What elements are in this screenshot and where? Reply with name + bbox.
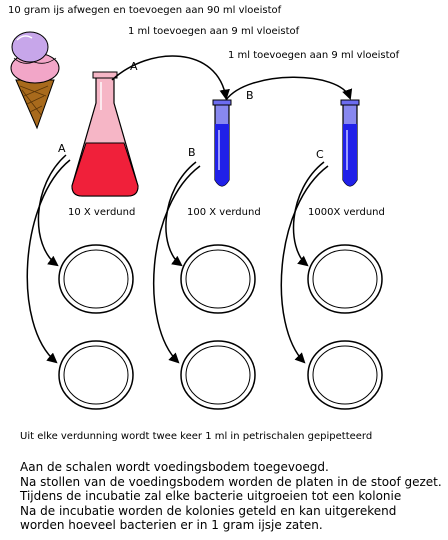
dilution-label-1: 10 X verdund [68, 207, 136, 218]
petri-dish-a-top [58, 244, 134, 314]
transfer-arrow-b [225, 76, 353, 101]
plate-arrow-a-bottom [26, 159, 71, 364]
step-1-label: 10 gram ijs afwegen en toevoegen aan 90 … [8, 5, 282, 16]
petri-dish-a-bottom [58, 340, 134, 410]
dilution-label-2: 100 X verdund [187, 207, 261, 218]
test-tube-2 [340, 99, 360, 187]
test-tube-1 [212, 99, 232, 187]
transfer-arrow-a [111, 55, 230, 101]
dilution-label-3: 1000X verdund [308, 207, 385, 218]
footer-line-2: Na stollen van de voedingsbodem worden d… [20, 474, 442, 489]
petri-dish-c-top [307, 244, 383, 314]
plate-letter-a: A [58, 142, 66, 155]
petri-dish-b-bottom [180, 340, 256, 410]
step-3-label: 1 ml toevoegen aan 9 ml vloeistof [228, 50, 400, 61]
petri-dish-b-top [180, 244, 256, 314]
transfer-letter-b: B [246, 89, 254, 102]
plate-arrow-c-top [292, 161, 325, 267]
erlenmeyer-flask [71, 71, 139, 197]
transfer-letter-a: A [130, 60, 138, 73]
footer-line-5: worden hoeveel bacterien er in 1 gram ij… [20, 518, 323, 532]
plate-arrow-a-top [37, 154, 67, 267]
plate-arrow-b-bottom [152, 165, 201, 364]
plating-note: Uit elke verdunning wordt twee keer 1 ml… [20, 431, 373, 442]
plate-arrow-c-bottom [280, 165, 329, 364]
plate-arrow-b-top [165, 161, 197, 267]
footer-line-4: Na de incubatie worden de kolonies getel… [20, 503, 397, 518]
plate-letter-c: C [316, 148, 324, 161]
footer-line-3: Tijdens de incubatie zal elke bacterie u… [20, 489, 402, 503]
procedure-text: Aan de schalen wordt voedingsbodem toege… [20, 460, 446, 533]
footer-line-1: Aan de schalen wordt voedingsbodem toege… [20, 460, 329, 474]
petri-dish-c-bottom [307, 340, 383, 410]
ice-cream-icon [10, 31, 60, 130]
plate-letter-b: B [188, 146, 196, 159]
step-2-label: 1 ml toevoegen aan 9 ml vloeistof [128, 26, 300, 37]
